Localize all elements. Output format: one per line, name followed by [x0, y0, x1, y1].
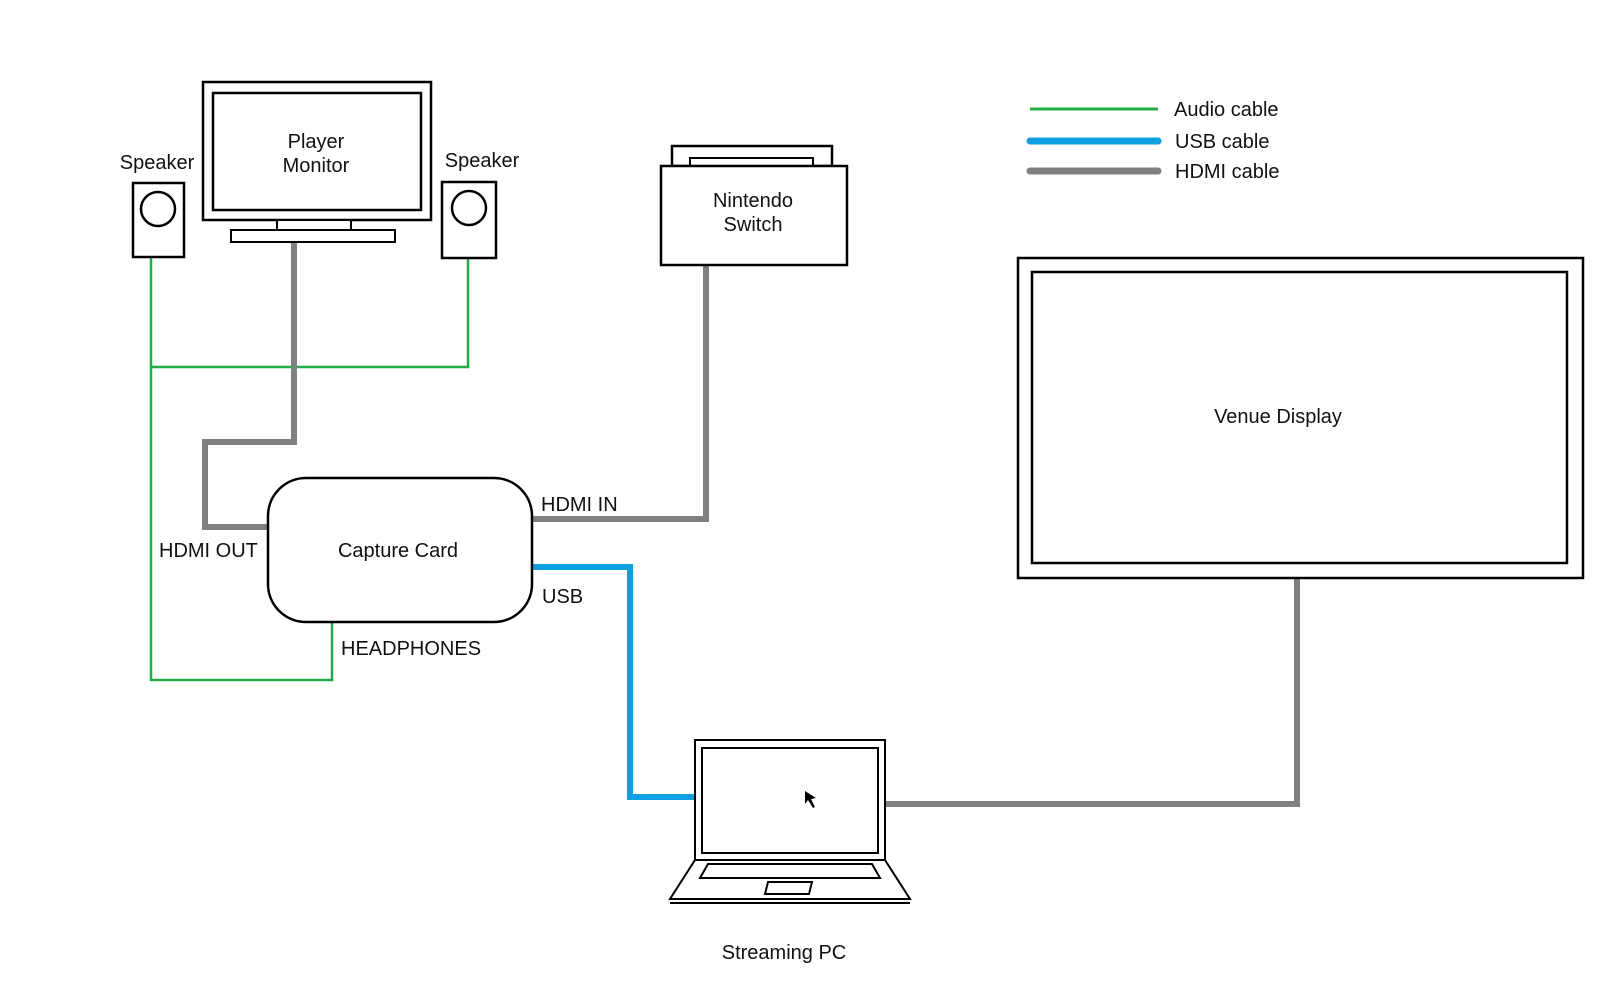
- capture-card: Capture Card: [266, 476, 534, 624]
- legend-audio-label: Audio cable: [1174, 99, 1279, 121]
- speaker-cone-icon: [450, 189, 488, 227]
- hdmi-cable-switch: [530, 262, 709, 522]
- speaker-left: Speaker: [120, 152, 195, 259]
- venue-display-label: Venue Display: [1214, 406, 1342, 428]
- port-headphones-label: HEADPHONES: [341, 638, 481, 660]
- speaker-right: Speaker: [440, 150, 520, 260]
- usb-cable-pc: [530, 564, 697, 800]
- hdmi-cable-venue: [880, 578, 1300, 807]
- legend: Audio cable USB cable HDMI cable: [1026, 99, 1279, 183]
- port-usb-label: USB: [542, 586, 583, 608]
- port-hdmi-in-label: HDMI IN: [541, 494, 618, 516]
- streaming-pc-label: Streaming PC: [722, 942, 847, 964]
- venue-display: Venue Display: [1016, 256, 1585, 580]
- port-hdmi-out-label: HDMI OUT: [159, 540, 258, 562]
- player-monitor-label-line2: Monitor: [283, 155, 350, 177]
- speaker-right-label: Speaker: [445, 150, 520, 172]
- player-monitor: Player Monitor: [201, 80, 433, 243]
- streaming-pc: Streaming PC: [668, 739, 912, 964]
- legend-hdmi-label: HDMI cable: [1175, 161, 1279, 183]
- speaker-left-label: Speaker: [120, 152, 195, 174]
- switch-label-line2: Switch: [724, 214, 783, 236]
- nintendo-switch: Nintendo Switch: [659, 144, 849, 267]
- audio-cable-left-speaker: [149, 255, 334, 682]
- player-monitor-label-line1: Player: [288, 131, 345, 153]
- capture-card-label: Capture Card: [338, 540, 458, 562]
- switch-label-line1: Nintendo: [713, 190, 793, 212]
- audio-cable-right-speaker: [151, 258, 470, 369]
- hdmi-cable-monitor: [202, 240, 297, 530]
- speaker-cone-icon: [139, 190, 177, 228]
- legend-usb-label: USB cable: [1175, 131, 1270, 153]
- cursor-icon: [805, 791, 816, 808]
- audio-cables: [149, 255, 470, 682]
